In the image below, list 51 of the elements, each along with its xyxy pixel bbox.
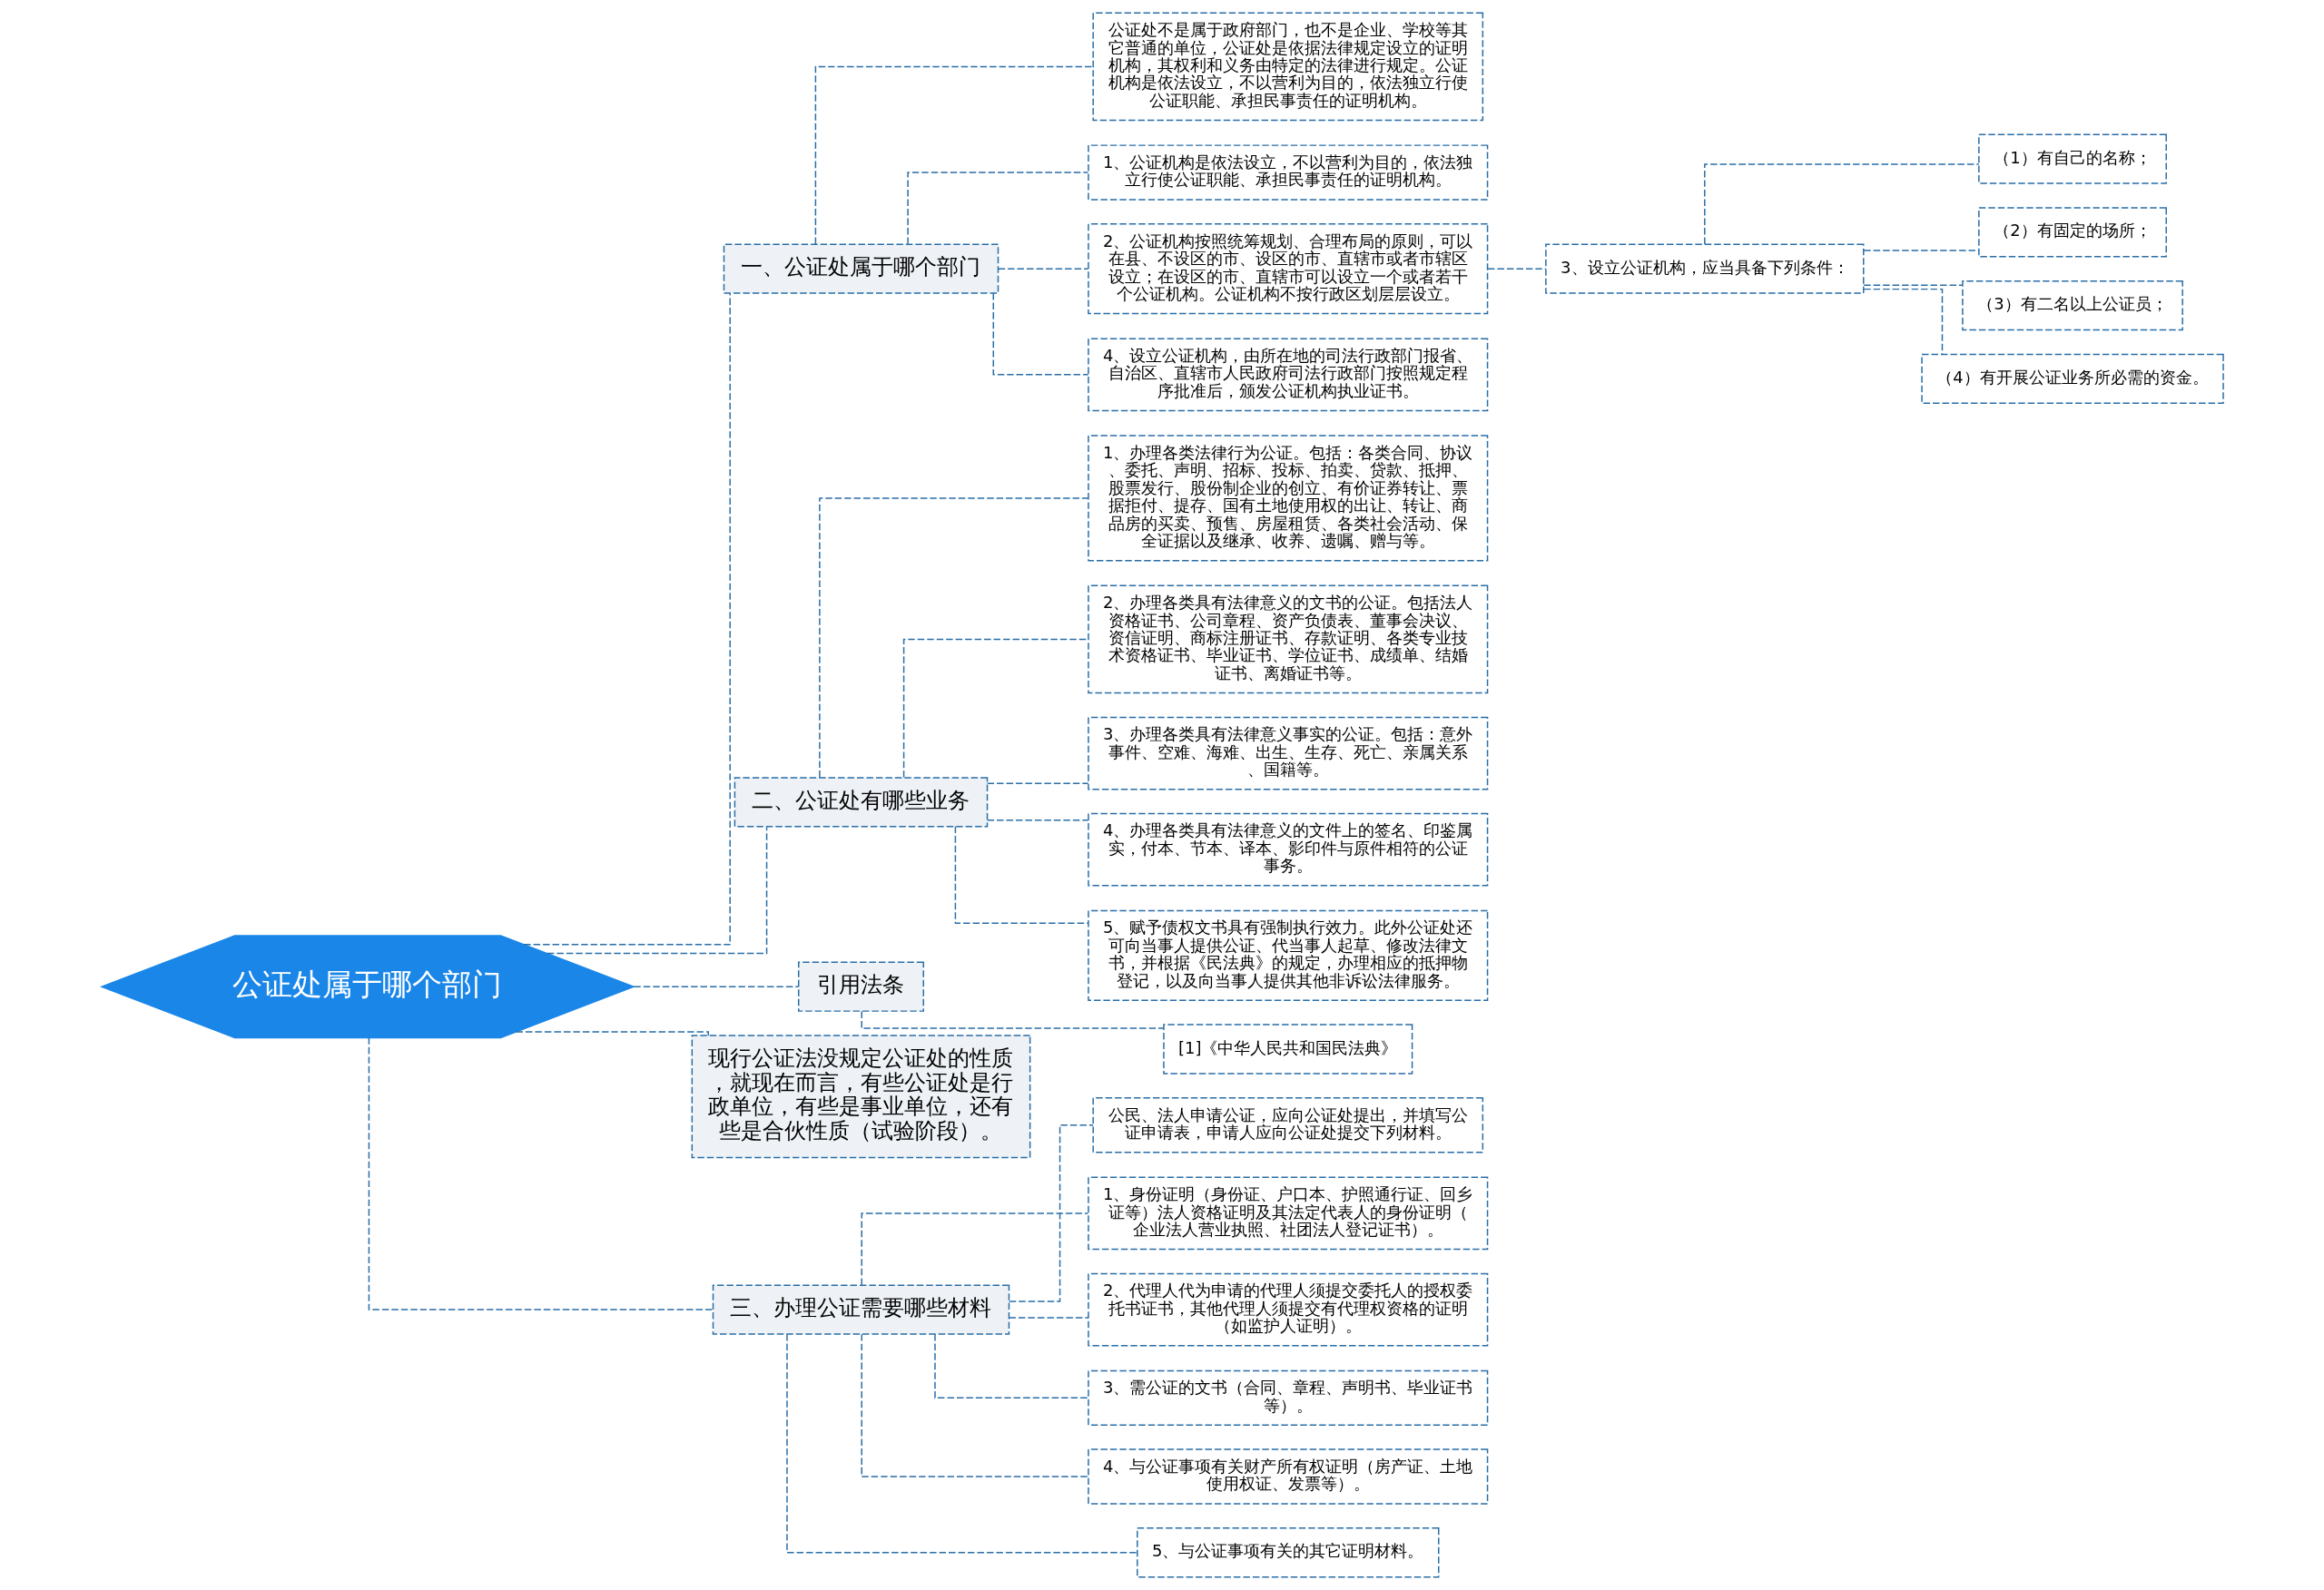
node-box: 3、设立公证机构，应当具备下列条件： xyxy=(1544,243,1864,294)
node-box: 1、公证机构是依法设立，不以营利为目的，依法独立行使公证职能、承担民事责任的证明机构。 xyxy=(1087,144,1488,201)
node-box: 公证处不是属于政府部门，也不是企业、学校等其它普通的单位，公证处是依据法律规定设立的证明机构，其权利和义务由特定的法律进行规定。公证机构是依法设立，不以营利为目的，依法独立行使公证职能、承担民事责任的证明机构。 xyxy=(1091,12,1483,122)
node-box: 5、赋予债权文书具有强制执行效力。此外公证处还可向当事人提供公证、代当事人起草、修改法律文书，并根据《民法典》的规定，办理相应的抵押物登记，以及向当事人提供其他非诉讼法律服务。 xyxy=(1087,909,1488,1001)
node-box: （4）有开展公证业务所必需的资金。 xyxy=(1920,353,2224,404)
connector xyxy=(368,1036,714,1310)
node-box: [1]《中华人民共和国民法典》 xyxy=(1162,1024,1413,1075)
connector xyxy=(818,497,1089,779)
connector xyxy=(986,782,1089,785)
node-box: （3）有二名以上公证员； xyxy=(1961,280,2183,331)
connector xyxy=(1862,250,1980,251)
connector xyxy=(861,1333,1088,1477)
connector xyxy=(933,1333,1089,1399)
connector xyxy=(986,819,1089,821)
node-box: （2）有固定的场所； xyxy=(1977,207,2167,258)
connector xyxy=(515,1031,709,1036)
connector xyxy=(1008,1124,1094,1302)
connector xyxy=(992,292,1088,376)
node-box: 2、办理各类具有法律意义的文书的公证。包括法人资格证书、公司章程、资产负债表、董事会决议、资信证明、商标注册证书、存款证明、各类专业技术资格证书、毕业证书、学位证书、成绩单、结婚证书、离婚证书等。 xyxy=(1087,584,1488,694)
node-box: 公民、法人申请公证，应向公证处提出，并填写公证申请表，申请人应向公证处提交下列材料。 xyxy=(1091,1097,1483,1153)
node-box: 2、代理人代为申请的代理人须提交委托人的授权委托书证书，其他代理人须提交有代理权资格的证明（如监护人证明）。 xyxy=(1087,1272,1488,1347)
node-box: （1）有自己的名称； xyxy=(1977,133,2167,184)
node-box: 一、公证处属于哪个部门 xyxy=(723,243,999,294)
connector xyxy=(814,65,1094,245)
connector xyxy=(522,292,731,946)
node-box: 现行公证法没规定公证处的性质，就现在而言，有些公证处是行政单位，有些是事业单位，还有些是合伙性质（试验阶段）。 xyxy=(691,1035,1030,1159)
connector xyxy=(1862,284,1963,286)
connector xyxy=(1486,268,1546,270)
node-box: 4、办理各类具有法律意义的文件上的签名、印鉴属实，付本、节本、译本、影印件与原件相符的公证事务。 xyxy=(1087,812,1488,887)
node-box: 5、与公证事项有关的其它证明材料。 xyxy=(1136,1527,1439,1578)
connector xyxy=(954,826,1089,924)
node-box: 3、需公证的文书（合同、章程、声明书、毕业证书等）。 xyxy=(1087,1369,1488,1426)
connector xyxy=(1008,1317,1088,1319)
node-box: 引用法条 xyxy=(797,961,924,1012)
connector xyxy=(1703,163,1979,245)
connector xyxy=(632,986,799,987)
node-box: 1、办理各类法律行为公证。包括：各类合同、协议、委托、声明、招标、投标、拍卖、贷款、抵押、股票发行、股份制企业的创立、有价证券转让、票据拒付、提存、国有土地使用权的出让、转让、商品房的买卖、预售、房屋租赁、各类社会活动、保全证据以及继承、收养、遗嘱、赠与等。 xyxy=(1087,435,1488,562)
connector xyxy=(997,268,1088,270)
node-box: 1、身份证明（身份证、户口本、护照通行证、回乡证等）法人资格证明及其法定代表人的身份证明（企业法人营业执照、社团法人登记证书）。 xyxy=(1087,1176,1488,1251)
node-box: 二、公证处有哪些业务 xyxy=(734,777,988,828)
node-box: 三、办理公证需要哪些材料 xyxy=(712,1284,1009,1335)
connector xyxy=(906,172,1088,245)
node-box: 4、设立公证机构，由所在地的司法行政部门报省、自治区、直辖市人民政府司法行政部门按照规定程序批准后，颁发公证机构执业证书。 xyxy=(1087,338,1488,412)
node-box: 3、办理各类具有法律意义事实的公证。包括：意外事件、空难、海难、出生、生存、死亡、亲属关系、国籍等。 xyxy=(1087,716,1488,790)
node-box: 2、公证机构按照统筹规划、合理布局的原则，可以在县、不设区的市、设区的市、直辖市或者市辖区设立；在设区的市、直辖市可以设立一个或者若干个公证机构。公证机构不按行政区划层层设立。 xyxy=(1087,223,1488,315)
connector xyxy=(861,1212,1088,1286)
connector xyxy=(546,826,767,955)
connector xyxy=(1862,288,1943,356)
node-box: 4、与公证事项有关财产所有权证明（房产证、土地使用权证、发票等）。 xyxy=(1087,1448,1488,1505)
connector xyxy=(785,1333,1137,1554)
connector xyxy=(902,638,1088,779)
